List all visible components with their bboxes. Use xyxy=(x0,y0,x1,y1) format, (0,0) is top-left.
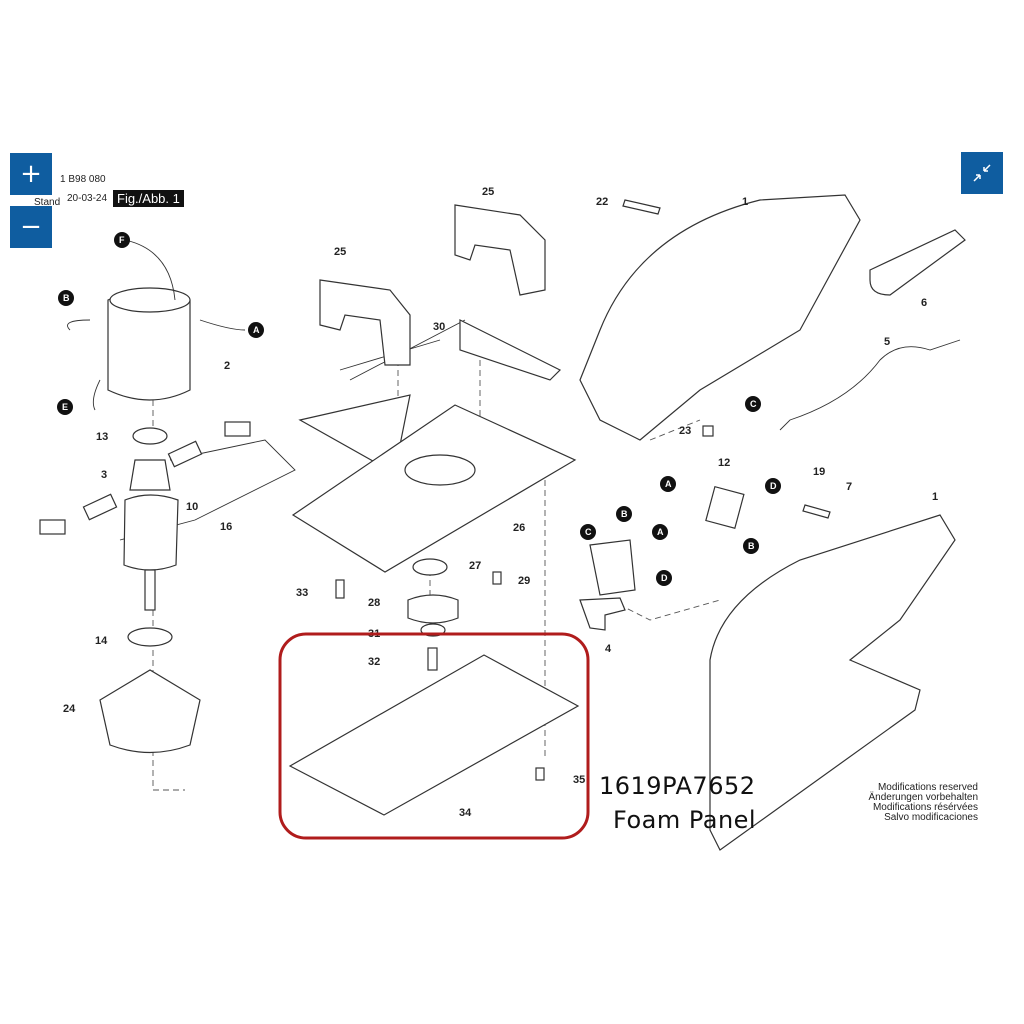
part-label: 3 xyxy=(101,469,107,481)
stand-label: Stand xyxy=(34,197,61,208)
part-label: 10 xyxy=(186,501,198,513)
part-label: 26 xyxy=(513,522,525,534)
part-label: 7 xyxy=(846,481,852,493)
connector-marker: A xyxy=(660,476,676,492)
part-label: 2 xyxy=(224,360,230,372)
svg-text:B: B xyxy=(63,293,70,303)
note-line: Modifications reserved xyxy=(877,782,978,793)
connector-marker: A xyxy=(652,524,668,540)
svg-text:C: C xyxy=(585,527,592,537)
part-label: 23 xyxy=(679,425,691,437)
svg-text:C: C xyxy=(750,399,757,409)
highlight-part-name: Foam Panel xyxy=(613,806,757,834)
connector-letters: F B A E C D A B B C A D xyxy=(57,232,781,586)
connector-marker: B xyxy=(58,290,74,306)
brush-parts xyxy=(39,421,251,535)
highlight-part-number: 1619PA7652 xyxy=(599,772,756,800)
part-label: 16 xyxy=(220,521,232,533)
svg-text:D: D xyxy=(770,481,777,491)
figure-label: Fig./Abb. 1 xyxy=(113,190,184,207)
part-label: 4 xyxy=(605,643,612,655)
part-label: 30 xyxy=(433,321,445,333)
svg-text:F: F xyxy=(119,235,125,245)
part-label: 24 xyxy=(63,703,76,715)
connector-marker: C xyxy=(745,396,761,412)
fit-screen-button[interactable] xyxy=(961,152,1003,194)
modifications-notice: Modifications reserved Änderungen vorbeh… xyxy=(868,783,978,823)
part-label: 29 xyxy=(518,575,530,587)
switch-part xyxy=(579,485,745,631)
collapse-arrows-icon xyxy=(973,164,991,182)
note-line: Modifications résérvées xyxy=(872,802,978,813)
field-coil-part xyxy=(67,239,246,411)
connector-marker: B xyxy=(616,506,632,522)
part-label: 27 xyxy=(469,560,481,572)
part-label: 1 xyxy=(742,196,748,208)
connector-marker: D xyxy=(765,478,781,494)
part-label: 28 xyxy=(368,597,380,609)
date: 20-03-24 xyxy=(67,193,108,204)
part-label: 22 xyxy=(596,196,608,208)
zoom-in-button[interactable]: + xyxy=(10,153,52,195)
part-label: 1 xyxy=(932,491,938,503)
part-label: 25 xyxy=(334,246,346,258)
svg-text:A: A xyxy=(253,325,260,335)
connector-marker: C xyxy=(580,524,596,540)
part-label: 13 xyxy=(96,431,108,443)
part-label: 6 xyxy=(921,297,927,309)
mount-parts xyxy=(298,204,562,466)
note-line: Änderungen vorbehalten xyxy=(868,792,978,803)
connector-marker: B xyxy=(743,538,759,554)
part-label: 12 xyxy=(718,457,730,469)
svg-text:A: A xyxy=(657,527,664,537)
housing-parts xyxy=(579,194,966,851)
part-label: 19 xyxy=(813,466,825,478)
zoom-out-button[interactable]: − xyxy=(10,206,52,248)
part-label: 33 xyxy=(296,587,308,599)
connector-marker: F xyxy=(114,232,130,248)
svg-text:D: D xyxy=(661,573,668,583)
part-label: 34 xyxy=(459,807,472,819)
part-label: 35 xyxy=(573,774,585,786)
fastener-parts xyxy=(335,199,831,781)
base-plate-hole xyxy=(404,454,476,486)
connector-marker: A xyxy=(248,322,264,338)
highlight-box xyxy=(278,632,590,840)
part-label: 25 xyxy=(482,186,494,198)
svg-text:B: B xyxy=(748,541,755,551)
svg-text:A: A xyxy=(665,479,672,489)
foam-panel-part xyxy=(288,654,580,816)
part-label: 14 xyxy=(95,635,108,647)
armature-part xyxy=(99,427,201,754)
connector-marker: D xyxy=(656,570,672,586)
connector-marker: E xyxy=(57,399,73,415)
base-plate-part xyxy=(291,404,577,573)
part-label: 5 xyxy=(884,336,890,348)
svg-text:B: B xyxy=(621,509,628,519)
doc-number: 1 B98 080 xyxy=(60,174,106,185)
part-label: 32 xyxy=(368,656,380,668)
note-line: Salvo modificaciones xyxy=(884,812,978,823)
svg-text:E: E xyxy=(62,402,68,412)
